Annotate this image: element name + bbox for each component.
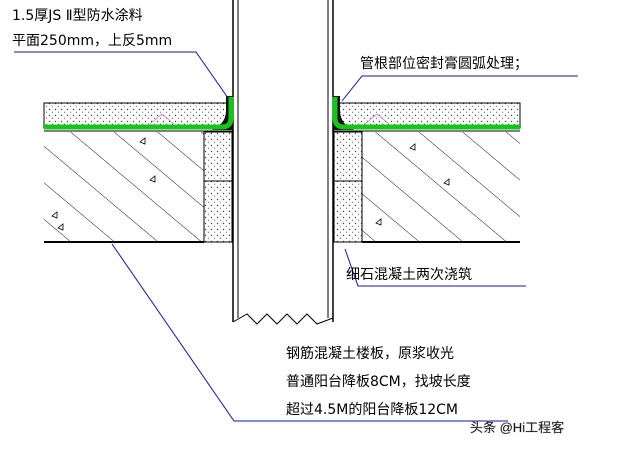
label-coating-spec: 1.5厚JS Ⅱ型防水涂料	[12, 8, 143, 24]
watermark: 头条 @Hi工程客	[470, 420, 564, 435]
screed-layer-left	[43, 102, 231, 129]
leader-bottom	[111, 243, 508, 422]
membrane-left	[44, 97, 234, 130]
fill-left	[203, 131, 233, 243]
label-slab: 钢筋混凝土楼板，原浆收光	[286, 345, 454, 362]
slab-right	[362, 132, 520, 242]
sealant-left	[212, 96, 233, 130]
membrane-right	[332, 97, 520, 130]
fill-right	[333, 131, 363, 243]
label-pipe-root-seal: 管根部位密封膏圆弧处理；	[360, 55, 528, 72]
leader-right-middle	[344, 248, 526, 287]
rebar-mark-left	[149, 113, 175, 125]
sealant-right	[333, 96, 354, 130]
leader-top-right	[341, 75, 578, 102]
label-coating-dims: 平面250mm，上反5mm	[12, 33, 172, 49]
aggregate-marks	[51, 137, 450, 231]
pipe-body	[234, 0, 332, 322]
label-drop-12cm: 超过4.5M的阳台降板12CM	[286, 402, 458, 418]
leader-lines	[14, 51, 578, 422]
pipe-break-line	[232, 313, 334, 325]
label-fine-concrete: 细石混凝土两次浇筑	[346, 267, 472, 283]
leader-top-left	[14, 51, 229, 99]
label-drop-8cm: 普通阳台降板8CM，找坡长度	[286, 374, 471, 390]
rebar-mark-right	[364, 113, 390, 125]
slab-left	[44, 132, 204, 242]
screed-layer-right	[333, 102, 521, 129]
